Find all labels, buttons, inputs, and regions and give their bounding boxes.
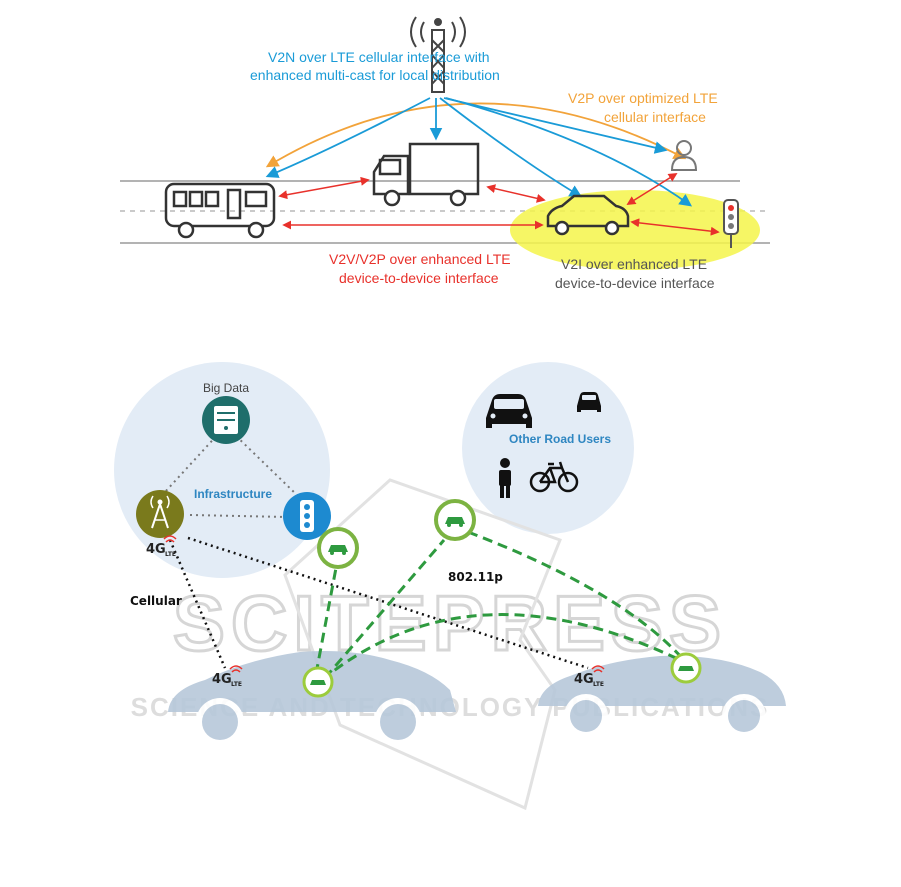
bottom-diagram: SCITEPRESS SCIENCE AND TECHNOLOGY PUBLIC… xyxy=(114,362,786,811)
v2p-label-line2: cellular interface xyxy=(604,109,706,125)
car-icon xyxy=(546,194,630,236)
infrastructure-links xyxy=(164,431,299,518)
infrastructure-label: Infrastructure xyxy=(194,487,272,501)
v2n-label-line2: enhanced multi-cast for local distributi… xyxy=(250,67,500,83)
v2p-label-line1: V2P over optimized LTE xyxy=(568,90,718,106)
v2n-label-line1: V2N over LTE cellular interface with xyxy=(268,49,490,65)
badge-4g-right-car: 4G LTE xyxy=(574,665,605,688)
tower-node-icon xyxy=(136,490,184,538)
v2v-label-line2: device-to-device interface xyxy=(339,270,499,286)
car-front-large-icon xyxy=(486,394,532,428)
road-users-zone xyxy=(462,362,634,534)
v2i-label-line1: V2I over enhanced LTE xyxy=(561,256,707,272)
badge-4g-left-text: 4G xyxy=(212,672,232,687)
v2p-arc-arrow xyxy=(265,102,687,168)
truck-icon xyxy=(372,142,480,207)
vehicle-node-left-upper-icon xyxy=(317,527,359,569)
vehicle-silhouette-right xyxy=(538,655,786,738)
top-diagram: V2N over LTE cellular interface with enh… xyxy=(120,16,770,291)
pedestrian-icon xyxy=(670,140,698,171)
cellular-label: Cellular xyxy=(130,594,182,608)
bus-icon xyxy=(164,182,276,239)
vehicle-node-left-car-icon xyxy=(302,666,334,698)
cell-tower-icon xyxy=(410,16,466,93)
v2i-label-line2: device-to-device interface xyxy=(555,275,715,291)
badge-lte-left-text: LTE xyxy=(231,681,242,688)
dsrc-links xyxy=(314,530,684,682)
badge-lte-right-text: LTE xyxy=(593,681,604,688)
big-data-server-icon xyxy=(202,396,250,444)
v2v-label-line1: V2V/V2P over enhanced LTE xyxy=(329,251,511,267)
v2v-arrows xyxy=(278,173,720,236)
other-road-users-label: Other Road Users xyxy=(509,432,611,446)
vehicle-node-right-car-icon xyxy=(670,652,702,684)
badge-4g-left-car: 4G LTE xyxy=(212,665,243,688)
badge-lte-tower-text: LTE xyxy=(165,551,176,558)
big-data-label: Big Data xyxy=(203,381,249,395)
protocol-label: 802.11p xyxy=(448,570,503,584)
car-front-small-icon xyxy=(577,392,601,412)
badge-4g-tower: 4G LTE xyxy=(146,535,177,558)
watermark-main: SCITEPRESS xyxy=(173,579,727,667)
badge-4g-right-text: 4G xyxy=(574,672,594,687)
traffic-light-icon xyxy=(723,199,739,248)
traffic-light-node-icon xyxy=(283,492,331,540)
vehicle-node-center-upper-icon xyxy=(434,499,476,541)
bicycle-icon xyxy=(529,461,579,493)
badge-4g-tower-text: 4G xyxy=(146,542,166,557)
pedestrian-silhouette-icon xyxy=(499,458,511,498)
